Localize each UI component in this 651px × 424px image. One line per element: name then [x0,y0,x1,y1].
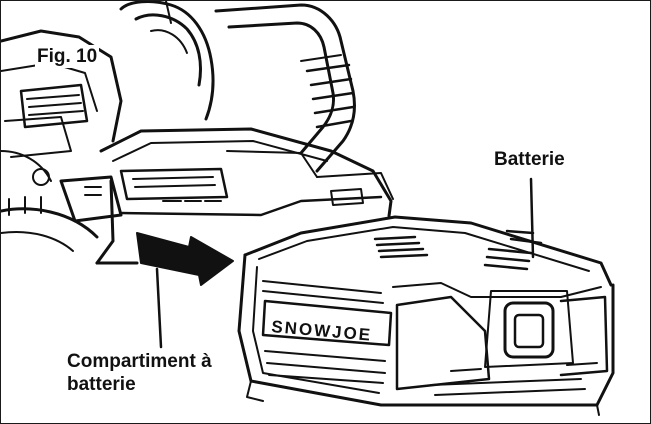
battery-pack [237,215,615,416]
compartment-leader-line [155,267,163,349]
compartment-label-line2: batterie [67,374,136,395]
insert-arrow [136,232,234,286]
tool-body [1,1,394,265]
battery-leader-line [529,177,535,259]
figure-title: Fig. 10 [35,45,100,68]
battery-label: Batterie [494,149,565,170]
compartment-label-line1: Compartiment à [67,351,212,372]
compartment-label: Compartiment à batterie [67,350,212,396]
